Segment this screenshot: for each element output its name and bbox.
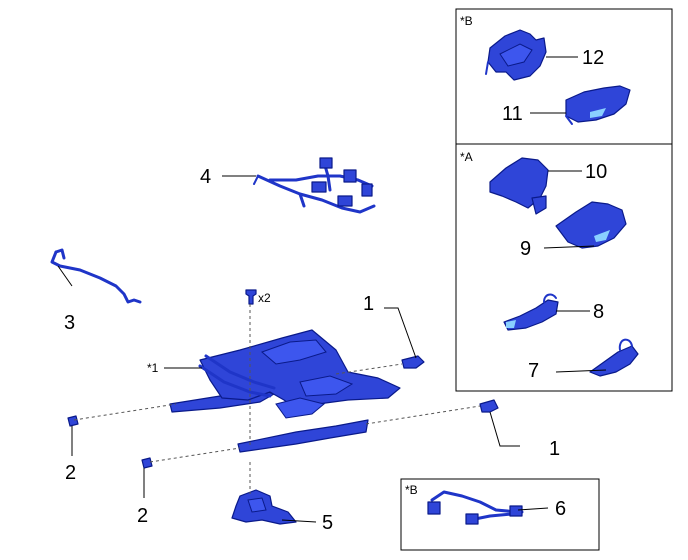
part-2-clip-left bbox=[67, 415, 79, 427]
callout-5: 5 bbox=[322, 512, 333, 534]
callout-3: 3 bbox=[64, 312, 75, 334]
part-1-clip-top bbox=[401, 355, 425, 369]
callout-2-left: 2 bbox=[65, 462, 76, 484]
guide-clip-bottom bbox=[149, 447, 241, 463]
part-4-wire-harness bbox=[253, 157, 376, 214]
callout-7: 7 bbox=[528, 360, 539, 382]
part-11-cover bbox=[565, 85, 631, 125]
part-5-bracket bbox=[231, 489, 297, 525]
part-1-clip-bottom bbox=[479, 399, 499, 413]
callout-9: 9 bbox=[520, 238, 531, 260]
marker-star-1: *1 bbox=[147, 361, 159, 375]
callout-6: 6 bbox=[555, 498, 566, 520]
part-8-bracket bbox=[503, 293, 559, 331]
part-10-cover bbox=[489, 157, 549, 215]
bolt-icon bbox=[245, 289, 257, 305]
guide-clip-right bbox=[365, 405, 481, 425]
callout-1-top: 1 bbox=[363, 293, 374, 315]
part-7-bracket bbox=[589, 338, 639, 377]
guide-clip-top bbox=[335, 363, 403, 375]
inset-box-a: *A bbox=[455, 143, 673, 392]
callout-4: 4 bbox=[200, 166, 211, 188]
guide-clip-left bbox=[73, 403, 177, 421]
marker-star-a: *A bbox=[460, 150, 473, 164]
part-6-harness bbox=[427, 490, 524, 525]
callout-10: 10 bbox=[585, 161, 607, 183]
bolt-quantity: x2 bbox=[258, 291, 271, 305]
inset-box-b-top: *B bbox=[455, 8, 673, 145]
marker-star-b-bottom: *B bbox=[405, 483, 418, 497]
part-2-clip-bottom bbox=[141, 457, 153, 469]
part-3-rod bbox=[50, 248, 142, 304]
part-12-cover bbox=[485, 29, 547, 81]
marker-star-b-top: *B bbox=[460, 14, 473, 28]
part-9-cover bbox=[555, 201, 627, 249]
callout-8: 8 bbox=[593, 301, 604, 323]
callout-1-bottom: 1 bbox=[549, 438, 560, 460]
callout-12: 12 bbox=[582, 47, 604, 69]
callout-2-bottom: 2 bbox=[137, 505, 148, 527]
seat-frame-assembly bbox=[169, 329, 401, 453]
callout-11: 11 bbox=[502, 103, 523, 125]
